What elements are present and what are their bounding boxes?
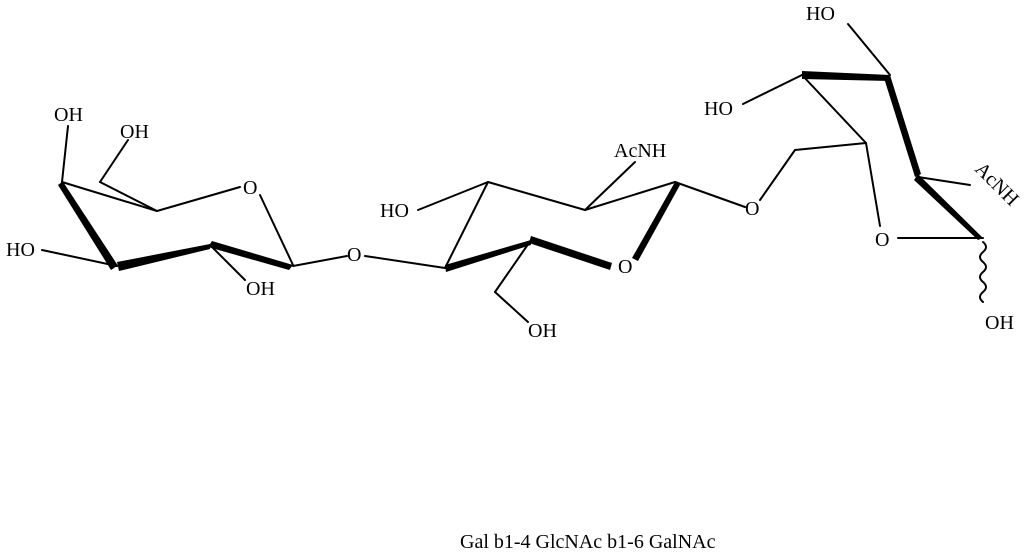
glcnac-unit (417, 161, 746, 323)
glycosidic-oxygen-1-label: O (347, 244, 361, 266)
caption: Gal b1-4 GlcNAc b1-6 GalNAc (460, 531, 716, 553)
glcnac-ho-label: HO (380, 200, 409, 222)
galnac-ho-left-label: HO (704, 98, 733, 120)
gal-oh-bottom-label: OH (246, 278, 275, 300)
gal-ring-oxygen-label: O (243, 177, 257, 199)
galnac-unit (742, 23, 987, 303)
gal-oh-left-label: HO (6, 239, 35, 261)
glcnac-acnh-label: AcNH (614, 140, 666, 162)
glcnac-ring-oxygen-label: O (618, 256, 632, 278)
galactose-unit (41, 125, 348, 281)
glcnac-ch2oh-label: OH (528, 320, 557, 342)
glycosidic-oxygen-2-label: O (745, 198, 759, 220)
galnac-ho-top-label: HO (806, 3, 835, 25)
galnac-ring-oxygen-label: O (875, 229, 889, 251)
galnac-acnh-label: AcNH (970, 158, 1022, 210)
gal-ch2oh-label: OH (120, 121, 149, 143)
galnac-oh-anomeric-label: OH (985, 312, 1014, 334)
gal-oh-top-label: OH (54, 104, 83, 126)
